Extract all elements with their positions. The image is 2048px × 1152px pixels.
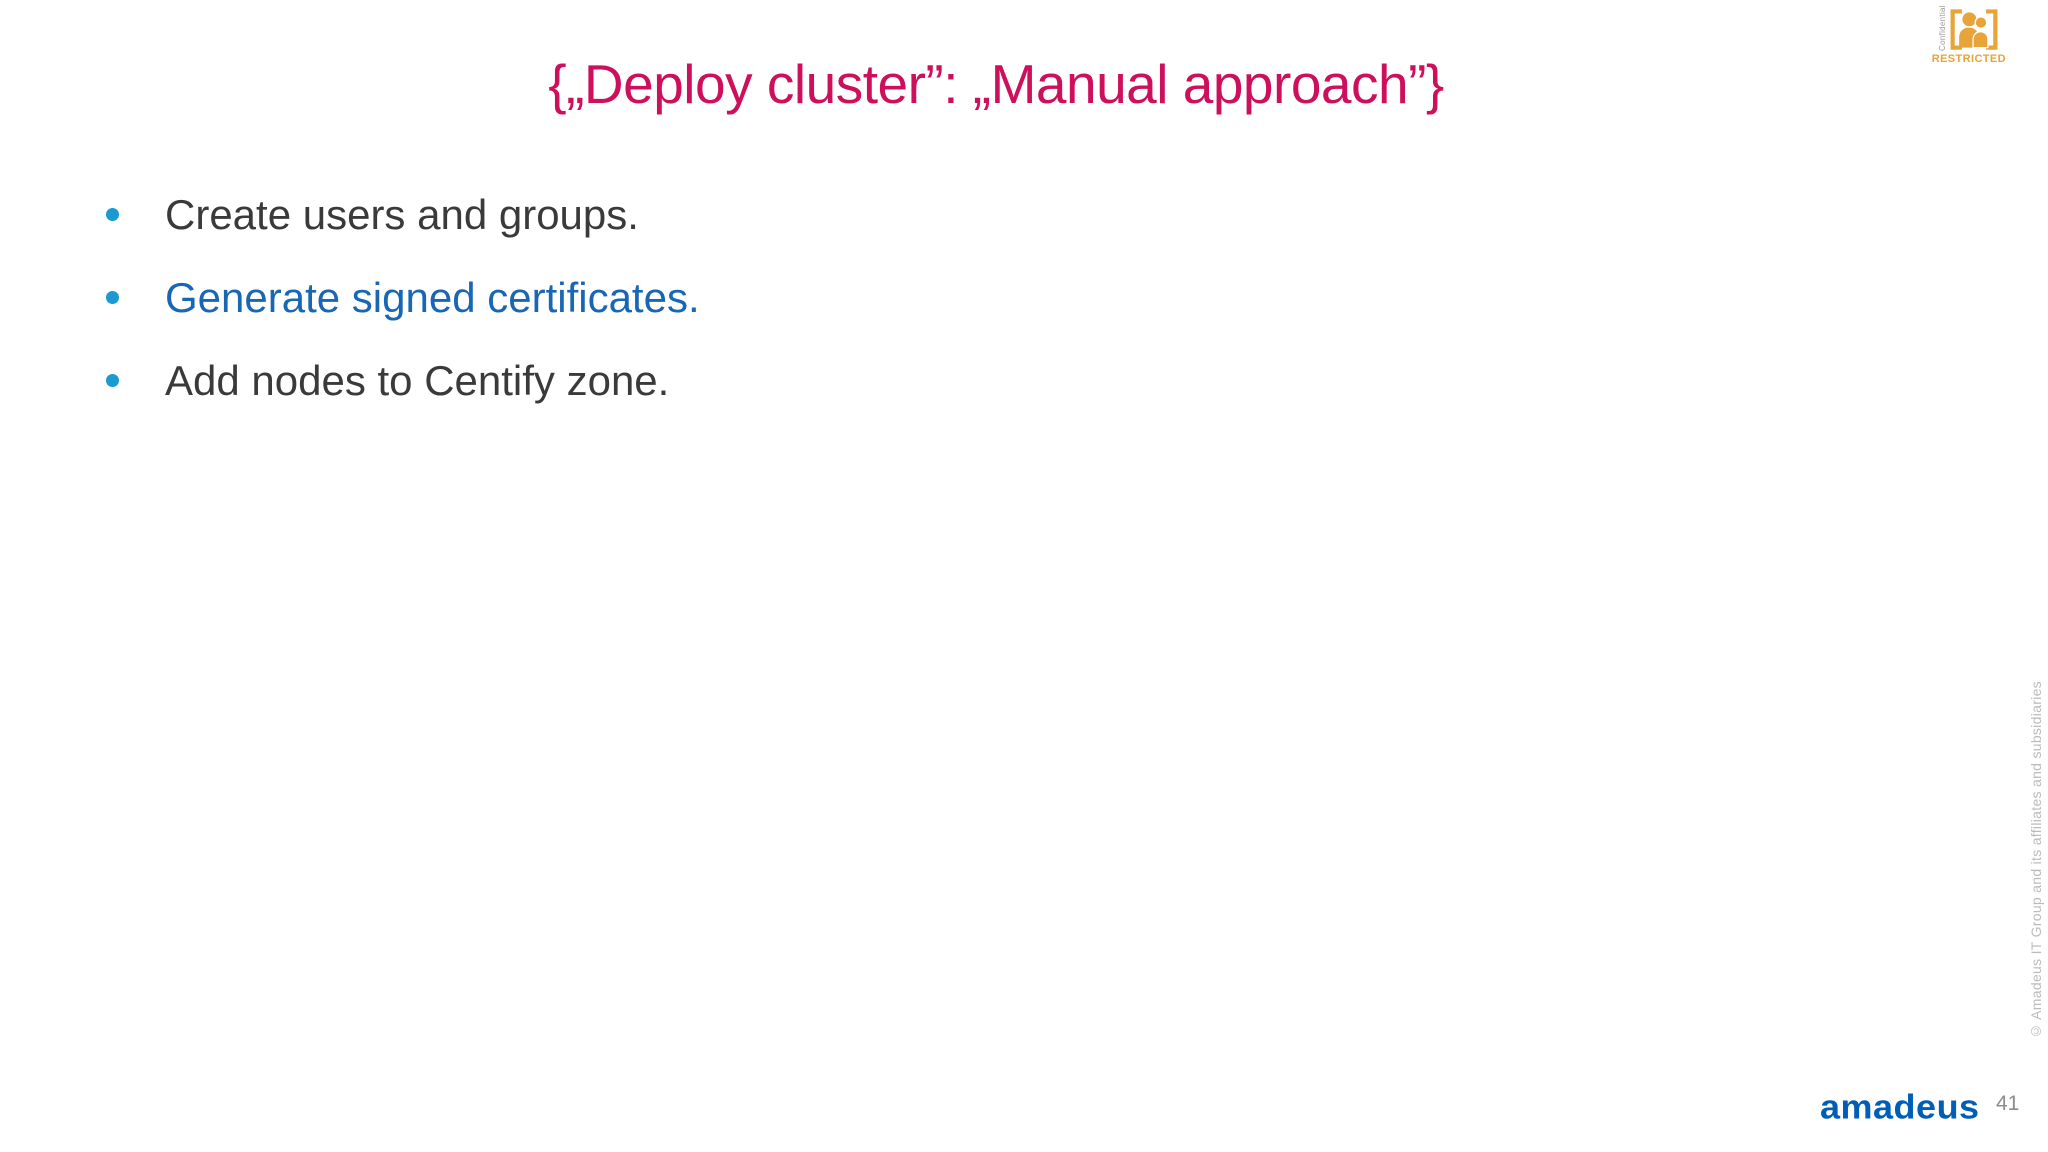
copyright-vertical-text: © Amadeus IT Group and its affiliates an…: [2028, 681, 2044, 1040]
restricted-label: RESTRICTED: [1931, 53, 2006, 65]
bullet-dot-icon: [106, 208, 119, 221]
bullet-dot-icon: [106, 291, 119, 304]
slide-title: {„Deploy cluster”: „Manual approach”}: [548, 53, 1444, 115]
confidential-restricted-stamp: Confidential RESTRICTED: [1931, 5, 2006, 65]
bullet-item: Add nodes to Centify zone.: [0, 339, 700, 422]
bullet-dot-icon: [106, 374, 119, 387]
bullet-list: Create users and groups. Generate signed…: [0, 173, 700, 422]
bullet-link-generate-certificates[interactable]: Generate signed certificates.: [165, 273, 700, 321]
stamp-row: Confidential: [1937, 5, 2000, 52]
amadeus-logo: amadeus: [1820, 1087, 1980, 1126]
bullet-text-create-users: Create users and groups.: [165, 190, 639, 238]
restricted-people-icon: [1950, 9, 1998, 50]
bullet-item: Generate signed certificates.: [0, 256, 700, 339]
bullet-item: Create users and groups.: [0, 173, 700, 256]
confidential-label: Confidential: [1937, 5, 1947, 51]
bullet-text-add-nodes: Add nodes to Centify zone.: [165, 356, 670, 404]
page-number: 41: [1996, 1092, 2020, 1115]
